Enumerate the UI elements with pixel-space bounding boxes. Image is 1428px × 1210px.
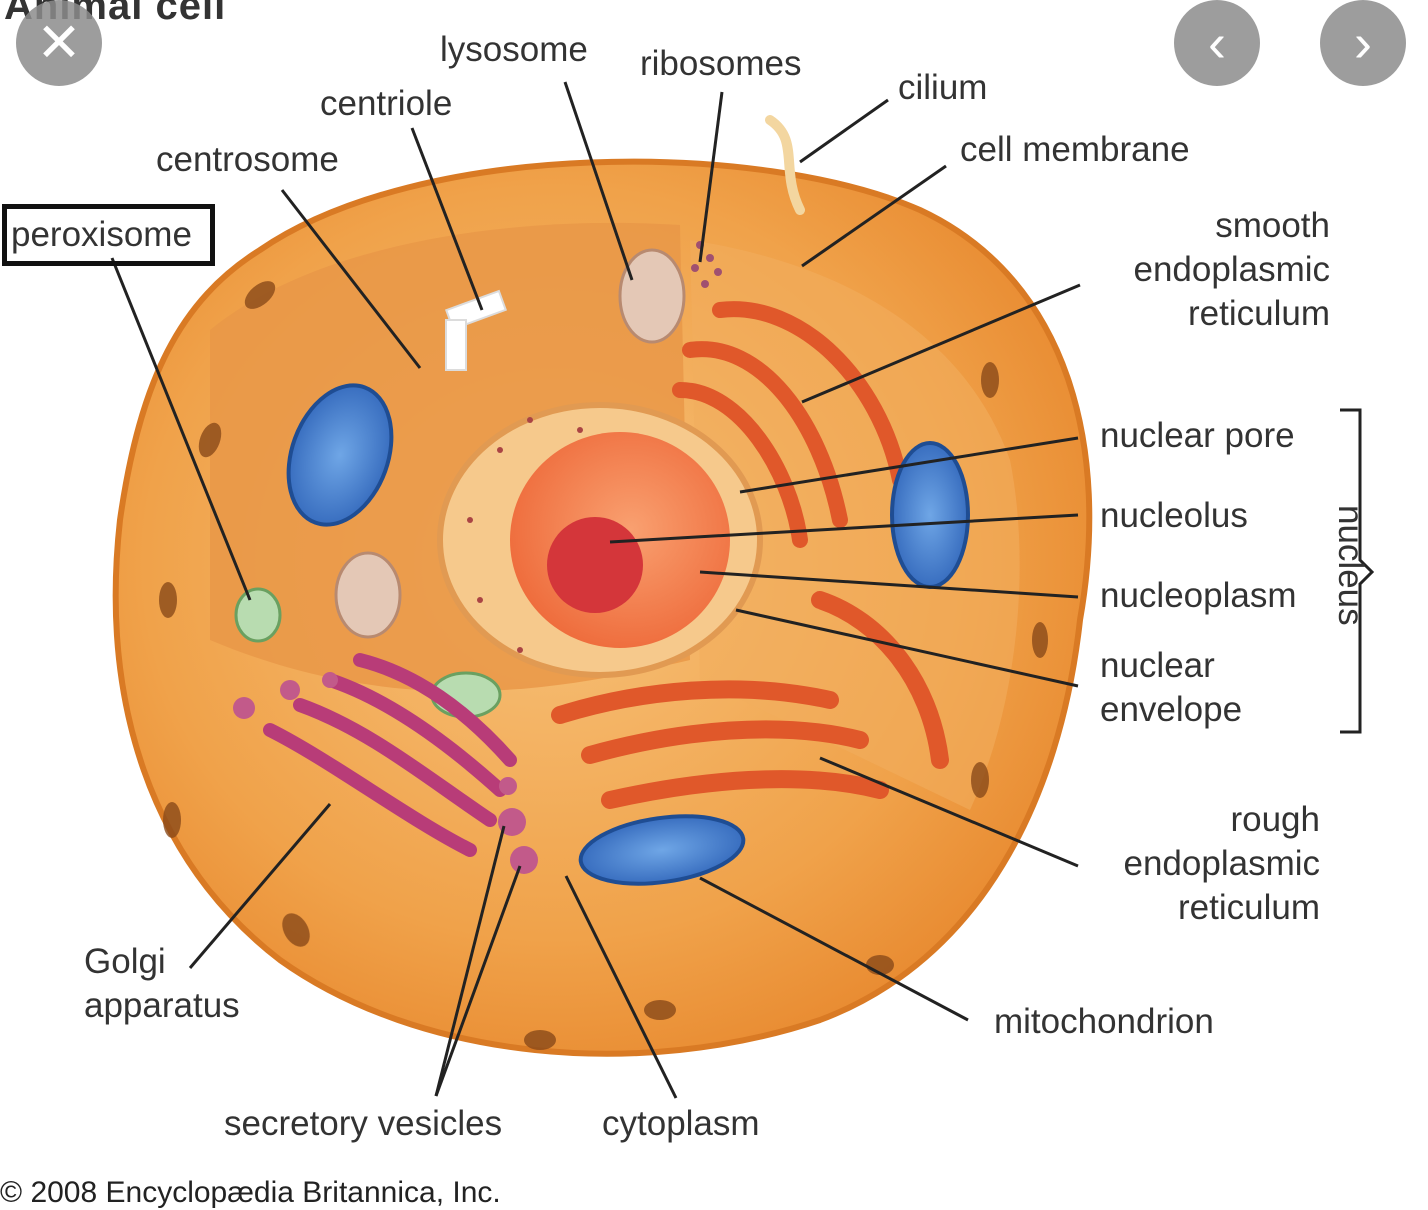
nucleolus-shape <box>547 517 643 613</box>
label-rough-er-line2: endoplasmic <box>1123 844 1321 883</box>
label-golgi-line1: Golgi <box>84 942 166 981</box>
label-centrosome: centrosome <box>156 140 339 179</box>
label-nucleolus: nucleolus <box>1100 496 1248 535</box>
peroxisome-shape <box>234 587 282 643</box>
label-secretory-vesicles: secretory vesicles <box>224 1104 503 1143</box>
lysosome-shape <box>618 248 686 344</box>
label-rough-er-line1: rough <box>1230 800 1320 839</box>
nucleus-bracket <box>1340 408 1375 734</box>
label-cell-membrane: cell membrane <box>960 130 1190 169</box>
centriole-shape <box>444 289 508 371</box>
label-ribosomes: ribosomes <box>640 44 802 83</box>
label-nuclear-envelope-line1: nuclear <box>1100 646 1215 685</box>
label-rough-er-line3: reticulum <box>1178 888 1320 927</box>
golgi-shape <box>263 653 517 857</box>
label-centriole: centriole <box>320 84 453 123</box>
secretory-vesicles-shape <box>233 672 538 874</box>
nuclear-pores-shape <box>467 417 583 653</box>
mitochondrion-shape <box>286 383 394 527</box>
membrane-pores <box>159 281 1048 1050</box>
label-nuclear-envelope-line2: envelope <box>1100 690 1243 729</box>
label-peroxisome: peroxisome <box>2 204 215 266</box>
cilium-shape <box>765 115 805 215</box>
label-rough-er: rough endoplasmic reticulum <box>1070 798 1321 930</box>
label-smooth-er-line1: smooth <box>1215 206 1330 245</box>
label-mitochondrion: mitochondrion <box>994 1002 1214 1041</box>
label-smooth-er-line3: reticulum <box>1188 294 1330 333</box>
label-nucleus: nucleus <box>1331 505 1370 626</box>
label-nuclear-envelope: nuclear envelope <box>1100 644 1242 732</box>
smooth-er-shape <box>672 301 908 548</box>
ribosomes-shape <box>691 241 722 288</box>
label-nuclear-pore: nuclear pore <box>1100 416 1295 455</box>
label-nucleoplasm: nucleoplasm <box>1100 576 1297 615</box>
label-cytoplasm: cytoplasm <box>602 1104 760 1143</box>
label-golgi-line2: apparatus <box>84 986 240 1025</box>
copyright-text: © 2008 Encyclopædia Britannica, Inc. <box>0 1176 501 1209</box>
prev-arrow-icon[interactable]: ‹ <box>1174 0 1260 86</box>
close-icon[interactable]: ✕ <box>16 0 102 86</box>
next-arrow-icon[interactable]: › <box>1320 0 1406 86</box>
label-golgi: Golgi apparatus <box>84 940 240 1028</box>
label-smooth-er: smooth endoplasmic reticulum <box>1080 204 1331 336</box>
rough-er-shape <box>551 591 949 809</box>
leader-lines <box>110 81 1081 1099</box>
label-smooth-er-line2: endoplasmic <box>1133 250 1331 289</box>
label-cilium: cilium <box>898 68 988 107</box>
label-lysosome: lysosome <box>440 30 588 69</box>
